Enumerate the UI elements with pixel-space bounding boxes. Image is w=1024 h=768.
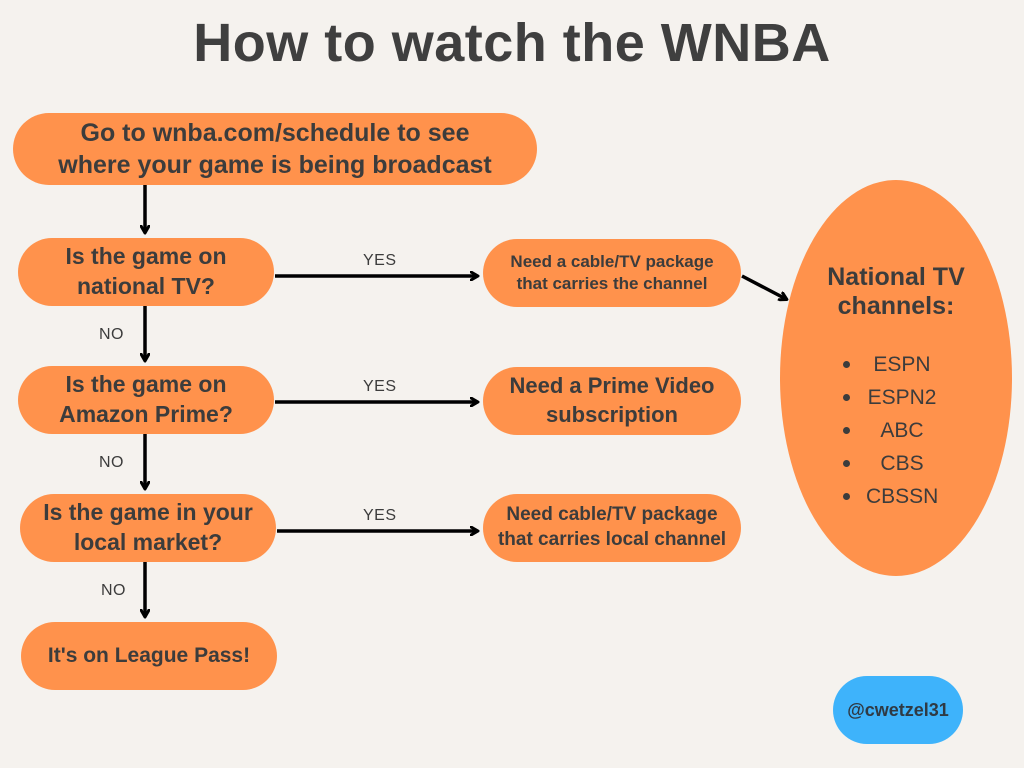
result-league-pass: It's on League Pass! [21,622,277,690]
arrow-a1-to-national [741,274,786,299]
channel-label: CBS [880,452,924,475]
question-amazon-prime: Is the game on Amazon Prime? [18,366,274,434]
start-step: Go to wnba.com/schedule to see where you… [13,113,537,185]
author-handle-badge: @cwetzel31 [833,676,963,744]
no-label-q1: NO [99,326,124,343]
question-national-tv-text: Is the game on national TV? [65,243,227,299]
question-local-market-text: Is the game in your local market? [43,499,253,555]
bullet-icon [843,394,850,401]
bullet-icon [843,361,850,368]
question-local-market: Is the game in your local market? [20,494,276,562]
yes-label-q3: YES [363,507,397,524]
author-handle-text: @cwetzel31 [847,699,949,720]
national-tv-title: National TV channels: [827,263,965,320]
yes-label-q1: YES [363,252,397,269]
answer-cable-package: Need a cable/TV package that carries the… [483,239,741,307]
answer-prime-subscription: Need a Prime Video subscription [483,367,741,435]
result-league-pass-text: It's on League Pass! [47,644,251,668]
answer-cable-package-text: Need a cable/TV package that carries the… [510,251,714,293]
question-national-tv: Is the game on national TV? [18,238,274,306]
bullet-icon [843,460,850,467]
channel-label: CBSSN [866,485,939,508]
question-amazon-prime-text: Is the game on Amazon Prime? [59,371,233,427]
bullet-icon [843,493,850,500]
no-label-q2: NO [99,454,124,471]
start-step-text: Go to wnba.com/schedule to see where you… [58,118,492,180]
answer-prime-subscription-text: Need a Prime Video subscription [509,373,715,427]
page-title: How to watch the WNBA [193,13,831,73]
channel-label: ESPN2 [867,386,937,409]
no-label-q3: NO [101,582,126,599]
channel-label: ABC [880,419,924,442]
answer-local-cable-package: Need cable/TV package that carries local… [483,494,741,562]
yes-label-q2: YES [363,378,397,395]
channel-label: ESPN [873,353,931,376]
national-tv-ellipse [780,180,1012,576]
bullet-icon [843,427,850,434]
answer-local-cable-package-text: Need cable/TV package that carries local… [497,504,727,550]
